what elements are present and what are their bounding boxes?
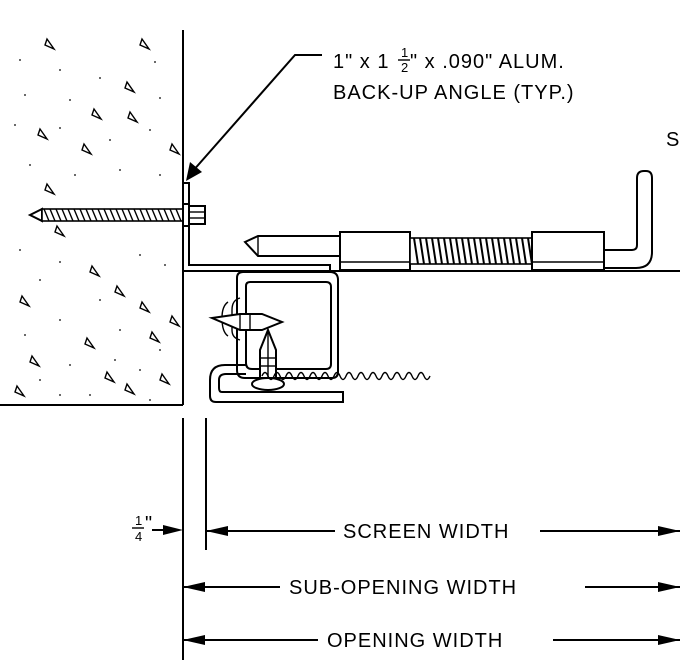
callout-frac-den: 2 <box>401 60 408 75</box>
anchor-screw <box>27 203 206 227</box>
gap-unit: " <box>145 513 153 535</box>
callout-line2: BACK-UP ANGLE (TYP.) <box>333 82 575 104</box>
cut-off-label: S <box>666 129 680 151</box>
screen-frame <box>208 271 344 403</box>
callout-line1-rest: " x .090" ALUM. <box>410 51 565 73</box>
sub-opening-width-label: SUB-OPENING WIDTH <box>289 577 517 599</box>
gap-frac-den: 4 <box>135 529 142 544</box>
back-up-angle <box>183 182 331 272</box>
callout-frac-num: 1 <box>401 45 408 60</box>
opening-width-label: OPENING WIDTH <box>327 630 503 652</box>
dimension-sub-opening-width: SUB-OPENING WIDTH <box>183 577 680 599</box>
callout-line1: 1" x 1 <box>333 51 389 73</box>
callout-label: 1" x 1 1 2 " x .090" ALUM. BACK-UP ANGLE… <box>333 45 680 151</box>
extension-lines <box>182 418 207 660</box>
screen-mesh <box>261 371 431 381</box>
dimension-gap: 1 4 " <box>132 513 183 544</box>
callout-leader <box>186 54 322 181</box>
spring-latch <box>243 170 680 272</box>
screen-width-label: SCREEN WIDTH <box>343 521 509 543</box>
gap-frac-num: 1 <box>135 513 142 528</box>
dimension-screen-width: SCREEN WIDTH <box>206 521 680 543</box>
dimension-opening-width: OPENING WIDTH <box>183 630 680 652</box>
